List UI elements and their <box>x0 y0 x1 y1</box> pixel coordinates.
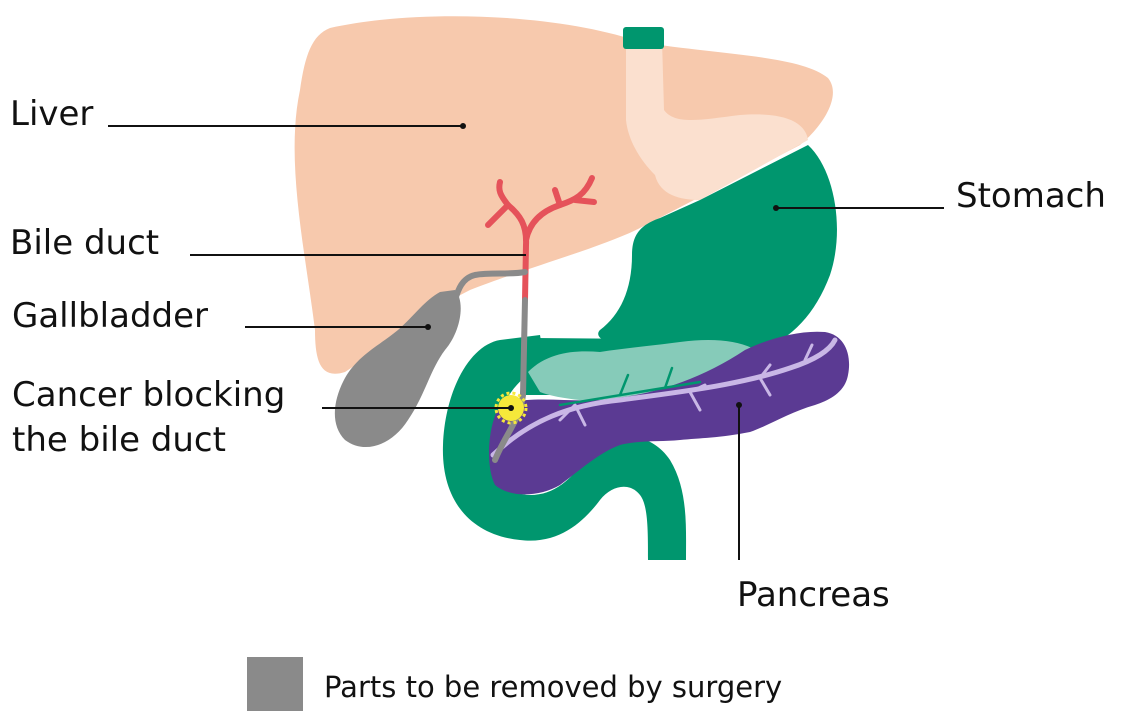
legend-swatch <box>247 657 303 711</box>
esophagus-top <box>623 27 664 49</box>
label-cancer-line2: the bile duct <box>12 418 226 463</box>
label-gallbladder: Gallbladder <box>12 294 208 339</box>
label-liver: Liver <box>10 92 93 137</box>
legend-text: Parts to be removed by surgery <box>324 669 782 705</box>
label-bile-duct: Bile duct <box>10 221 159 266</box>
label-stomach: Stomach <box>956 174 1106 219</box>
label-pancreas: Pancreas <box>737 573 890 618</box>
label-cancer-line1: Cancer blocking <box>12 373 285 418</box>
